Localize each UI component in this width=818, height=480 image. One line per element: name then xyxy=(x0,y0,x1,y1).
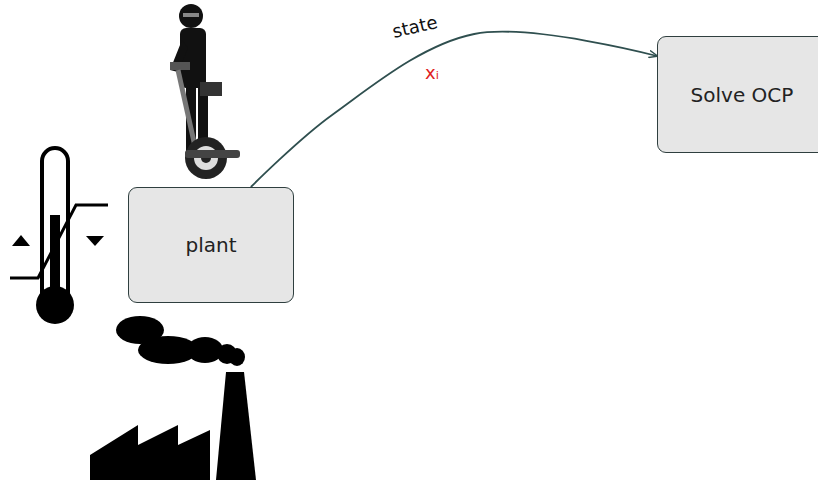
process-box: plant xyxy=(128,187,294,303)
edge-label: state xyxy=(390,11,439,42)
factory-symbol xyxy=(90,316,256,480)
curved-arrow xyxy=(251,32,657,187)
process-box: Solve OCP xyxy=(657,36,818,153)
down-triangle xyxy=(86,236,104,246)
segway-rider xyxy=(170,4,240,179)
thermometer-symbol xyxy=(36,148,74,324)
node-label: Solve OCP xyxy=(691,83,794,107)
up-triangle xyxy=(12,235,30,246)
node-label: plant xyxy=(185,233,236,257)
saturation-symbol xyxy=(10,205,108,278)
signal-name: xᵢ xyxy=(425,62,439,83)
